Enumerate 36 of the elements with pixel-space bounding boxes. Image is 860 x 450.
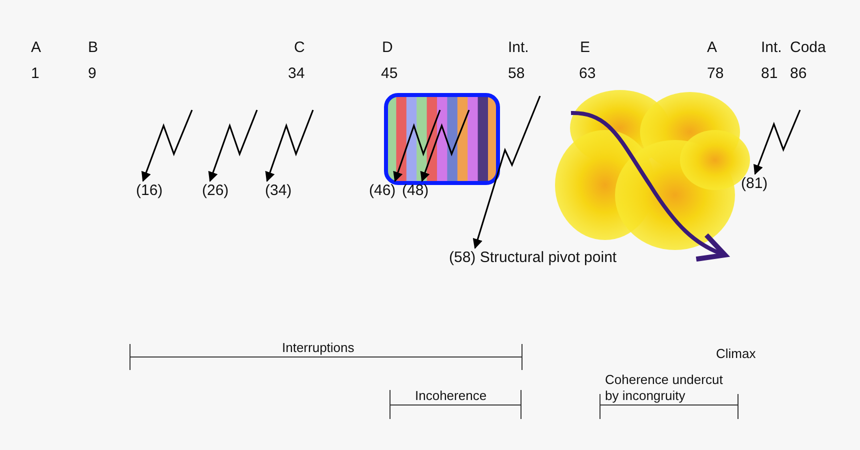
measure-label: (34): [265, 182, 292, 199]
measure-label: (26): [202, 182, 229, 199]
section-letter: E: [580, 39, 590, 56]
lightning-arrow: [208, 110, 258, 182]
section-letter: A: [707, 39, 718, 56]
section-letter: C: [294, 39, 305, 56]
lightning-arrow: [472, 96, 541, 249]
lightning-arrow: [420, 110, 470, 182]
section-letter: D: [382, 39, 393, 56]
section-letter: B: [88, 39, 98, 56]
span-label: Incoherence: [415, 388, 487, 404]
lightning-arrow: [754, 110, 801, 175]
measure-number: 86: [790, 65, 807, 82]
measure-label: (58) Structural pivot point: [449, 249, 617, 266]
lightning-arrow: [393, 110, 441, 182]
measure-number: 63: [579, 65, 596, 82]
span-label: Climax: [716, 346, 756, 362]
measure-number: 45: [381, 65, 398, 82]
measure-number: 81: [761, 65, 778, 82]
measure-number: 34: [288, 65, 305, 82]
section-letter: Int.: [761, 39, 782, 56]
measure-number: 1: [31, 65, 40, 82]
span-label: Coherence undercut by incongruity: [605, 372, 724, 404]
measure-number: 78: [707, 65, 724, 82]
lightning-arrow: [141, 110, 193, 182]
measure-number: 9: [88, 65, 96, 82]
section-letter: A: [31, 39, 42, 56]
section-letter: Int.: [508, 39, 529, 56]
section-letter: Coda: [790, 39, 826, 56]
measure-label: (46): [369, 182, 396, 199]
measure-label: (48): [402, 182, 429, 199]
measure-label: (81): [741, 175, 768, 192]
measure-label: (16): [136, 182, 163, 199]
lightning-arrow: [265, 110, 314, 182]
measure-number: 58: [508, 65, 525, 82]
span-label: Interruptions: [282, 340, 354, 356]
